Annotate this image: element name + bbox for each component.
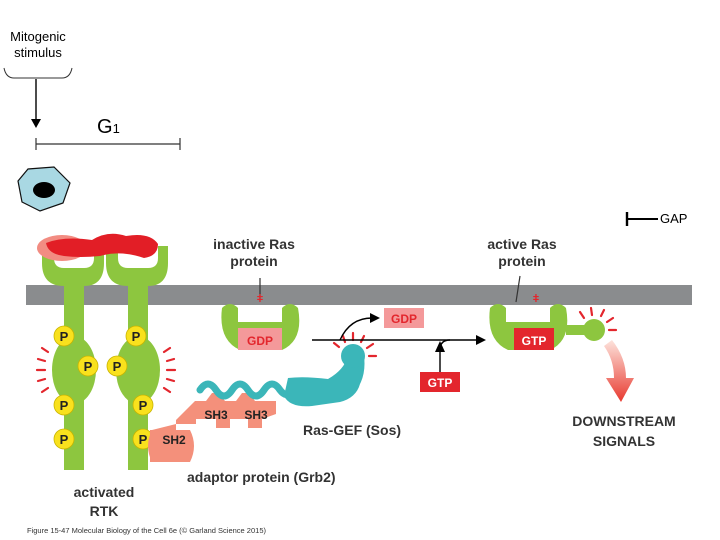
downstream-arrow: [604, 340, 634, 402]
signal-ligand: [37, 233, 158, 261]
gap-label: GAP: [660, 211, 688, 226]
activation-rays-ras: [578, 306, 618, 332]
activation-rays-rtk: [35, 346, 177, 394]
svg-text:P: P: [139, 398, 148, 413]
gap-inhibition-symbol: [625, 212, 658, 226]
g1-phase-letter: G: [97, 116, 113, 138]
stimulus-label: Mitogenic stimulus: [0, 29, 76, 61]
stimulus-bracket: [3, 67, 73, 79]
label-gdp-bound: GDP: [247, 334, 273, 348]
inactive-ras-label-line2: protein: [230, 253, 278, 269]
nucleotide-exchange-arrow: [312, 335, 486, 345]
downstream-signals-label: DOWNSTREAM SIGNALS: [560, 411, 688, 451]
plasma-membrane: [26, 285, 692, 305]
cell-icon: [17, 166, 71, 212]
svg-text:P: P: [139, 432, 148, 447]
inactive-ras-protein: [221, 278, 300, 350]
downstream-label-line2: SIGNALS: [592, 433, 656, 449]
ras-gef-sos: [284, 344, 365, 407]
svg-text:P: P: [60, 398, 69, 413]
svg-text:P: P: [132, 329, 141, 344]
rtk-left-chain: [42, 246, 104, 470]
active-ras-protein: [489, 275, 605, 350]
label-sh3-a: SH3: [204, 408, 228, 422]
label-sh3-b: SH3: [244, 408, 268, 422]
g1-phase-label: G1: [97, 116, 120, 140]
phosphate-group: P: [53, 325, 75, 347]
sos-linker: [196, 380, 296, 400]
active-ras-label: active Ras protein: [472, 236, 572, 270]
ras-gef-label: Ras-GEF (Sos): [303, 422, 402, 438]
inactive-ras-label-line1: inactive Ras: [213, 236, 295, 252]
rtk-right-chain: [106, 246, 168, 470]
label-gtp-incoming: GTP: [428, 376, 453, 390]
ras-anchor-inactive: ǂ: [257, 293, 263, 305]
active-ras-label-line1: active Ras: [487, 236, 557, 252]
activated-rtk-label-line2: RTK: [89, 503, 119, 519]
downstream-label-line1: DOWNSTREAM: [572, 413, 676, 429]
phosphate-group: P: [77, 355, 99, 377]
g1-timeline: [35, 138, 181, 150]
phosphate-group: P: [53, 428, 75, 450]
activated-rtk-label: activated RTK: [56, 483, 152, 521]
svg-text:P: P: [84, 359, 93, 374]
label-gdp-released: GDP: [391, 312, 417, 326]
activated-rtk-label-line1: activated: [73, 484, 135, 500]
gdp-release-arrow: [339, 313, 380, 341]
gdp-released-box: [384, 308, 424, 328]
gtp-binding-arrow: [435, 339, 451, 372]
stimulus-arrow: [31, 79, 41, 128]
label-sh2: SH2: [162, 433, 186, 447]
phosphate-group: P: [132, 394, 154, 416]
svg-text:P: P: [60, 329, 69, 344]
ras-anchor-active: ǂ: [533, 293, 539, 305]
svg-text:P: P: [60, 432, 69, 447]
inactive-ras-label: inactive Ras protein: [200, 236, 308, 270]
stimulus-label-line2: stimulus: [14, 45, 62, 60]
activation-rays-sos: [332, 331, 378, 358]
adaptor-protein-grb2: [148, 393, 276, 462]
phosphate-group: P: [106, 355, 128, 377]
active-ras-label-line2: protein: [498, 253, 546, 269]
label-gtp-bound: GTP: [522, 334, 547, 348]
svg-text:P: P: [113, 359, 122, 374]
phosphate-group: P: [53, 394, 75, 416]
figure-caption: Figure 15-47 Molecular Biology of the Ce…: [27, 526, 266, 535]
g1-phase-subscript: 1: [112, 121, 120, 136]
stimulus-label-line1: Mitogenic: [10, 29, 66, 44]
adaptor-protein-label: adaptor protein (Grb2): [187, 469, 336, 485]
gtp-incoming-box: [420, 372, 460, 392]
phosphate-group: P: [125, 325, 147, 347]
